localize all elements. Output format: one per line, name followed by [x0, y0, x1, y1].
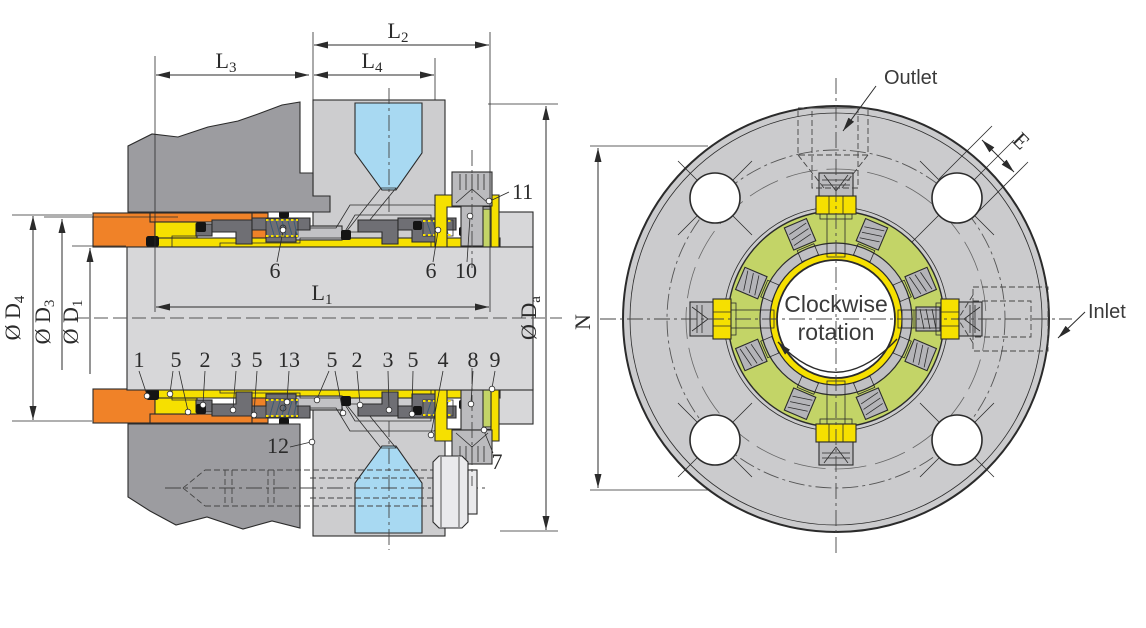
- section-view: L2 L3 L4 L1 Ø Da Ø D4 Ø D3 Ø D1 1 5 2 3 …: [0, 18, 562, 550]
- part-label: 3: [231, 347, 242, 372]
- part-label: 6: [426, 258, 437, 283]
- part-label: 5: [171, 347, 182, 372]
- part-label: 3: [383, 347, 394, 372]
- dim-label-d1: Ø D1: [58, 300, 86, 345]
- bolt-hole: [931, 414, 983, 466]
- dim-label-l1: L1: [312, 280, 333, 308]
- part-label: 10: [455, 258, 477, 283]
- dim-label-l4: L4: [362, 48, 383, 76]
- front-view: Clockwise rotation N E Outlet Inlet: [570, 67, 1126, 556]
- part-label: 9: [490, 347, 501, 372]
- bolt-hole: [931, 172, 983, 224]
- part-label: 5: [408, 347, 419, 372]
- dimension-n: N: [570, 145, 710, 491]
- hex-nut: [432, 455, 478, 529]
- extension-lines: [12, 32, 558, 532]
- dim-label-n: N: [570, 314, 595, 330]
- inlet-port: [957, 286, 1049, 352]
- part-label: 12: [267, 433, 289, 458]
- hidden-stud: [165, 469, 485, 507]
- part-label: 2: [352, 347, 363, 372]
- bolt-holes: [677, 139, 1015, 478]
- part-label: 13: [278, 347, 300, 372]
- outlet-label: Outlet: [884, 67, 938, 89]
- part-label: 11: [512, 179, 533, 204]
- part-callouts-bottom: 1 5 2 3 5 13 5 2 3 5 4 8 9: [134, 347, 501, 372]
- part-label: 1: [134, 347, 145, 372]
- part-label: 8: [468, 347, 479, 372]
- dim-label-l2: L2: [388, 18, 409, 46]
- bolt-hole: [689, 172, 741, 224]
- inlet-label: Inlet: [1088, 301, 1126, 323]
- dim-label-d4: Ø D4: [0, 295, 28, 340]
- part-label: 4: [438, 347, 449, 372]
- dim-label-d3: Ø D3: [30, 300, 58, 345]
- part-label: 5: [252, 347, 263, 372]
- inlet-leader: [1057, 311, 1086, 339]
- part-label: 2: [200, 347, 211, 372]
- dim-label-da: Ø Da: [516, 296, 544, 340]
- pump-housing-upper: [127, 101, 331, 213]
- outlet-port: [797, 107, 869, 189]
- rotation-label-line2: rotation: [798, 319, 875, 345]
- leader-lines: [138, 191, 510, 454]
- pump-housing-lower: [127, 423, 301, 530]
- rotation-label-line1: Clockwise: [784, 291, 888, 317]
- part-label: 7: [492, 449, 503, 474]
- leader-dots: [143, 197, 496, 446]
- part-label: 6: [270, 258, 281, 283]
- part-label: 5: [327, 347, 338, 372]
- outlet-leader: [842, 85, 877, 132]
- centerlines: [75, 88, 562, 550]
- rotation-arrow: [777, 338, 898, 373]
- dimension-lines: [29, 41, 550, 530]
- dim-label-l3: L3: [216, 48, 237, 76]
- bolt-hole: [689, 414, 741, 466]
- dim-label-e: E: [1008, 127, 1035, 154]
